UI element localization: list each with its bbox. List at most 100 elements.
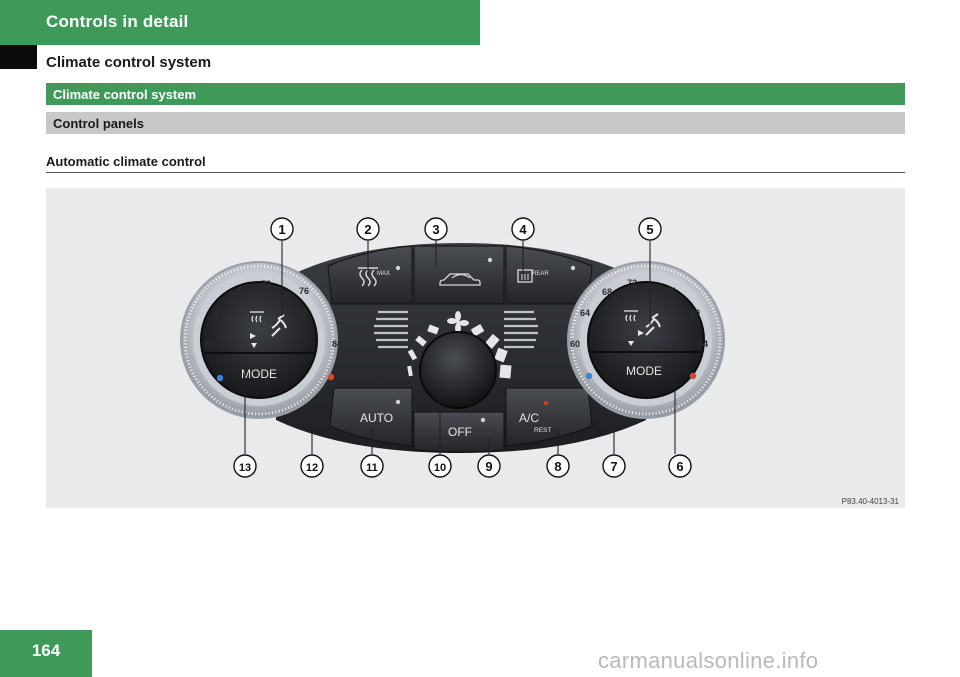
watermark: carmanualsonline.info bbox=[598, 648, 819, 673]
max-defrost-led bbox=[395, 265, 401, 271]
left-mode-label: MODE bbox=[241, 367, 277, 381]
right-mode-pointer-icon bbox=[638, 330, 644, 336]
left-temperature-dial: 60 64 68 72 76 80 84 MODE bbox=[180, 261, 342, 419]
fan-speed-indicator bbox=[407, 324, 512, 379]
left-mode-down-icon bbox=[251, 343, 257, 348]
page-number-tab: 164 bbox=[0, 630, 92, 677]
callout-10 bbox=[428, 454, 452, 478]
callout-2 bbox=[356, 217, 380, 241]
callout-8-label: 8 bbox=[554, 459, 561, 474]
right-scale-80: 80 bbox=[690, 308, 700, 318]
callout-7-label: 7 bbox=[610, 459, 617, 474]
callout-12-label: 12 bbox=[306, 462, 318, 474]
heading-bar-sub-label: Control panels bbox=[53, 116, 145, 131]
subheading: Automatic climate control bbox=[46, 154, 206, 169]
callout-4-label: 4 bbox=[519, 222, 527, 237]
max-defrost-icon bbox=[358, 267, 378, 287]
rear-defrost-tag: REAR bbox=[532, 271, 549, 277]
left-scale-64: 64 bbox=[215, 309, 225, 319]
right-temperature-dial: 60 64 68 72 76 80 84 MODE bbox=[567, 261, 725, 419]
callout-12 bbox=[300, 454, 324, 478]
right-scale-76: 76 bbox=[666, 286, 676, 296]
divider bbox=[46, 172, 905, 173]
callout-7 bbox=[602, 454, 626, 478]
auto-led bbox=[395, 399, 401, 405]
max-defrost-tag: MAX bbox=[377, 271, 390, 277]
fan-speed-knob bbox=[419, 331, 497, 409]
right-warm-indicator bbox=[689, 372, 697, 380]
left-vent-slots bbox=[374, 310, 408, 349]
auto-button bbox=[329, 387, 413, 447]
rear-defrost-led bbox=[570, 265, 576, 271]
section-title: Climate control system bbox=[46, 54, 212, 71]
callout-5 bbox=[638, 217, 662, 241]
right-scale-64: 64 bbox=[580, 308, 590, 318]
right-scale-72: 72 bbox=[627, 278, 637, 288]
left-scale-84: 84 bbox=[332, 339, 342, 349]
callout-leaders bbox=[244, 241, 676, 454]
left-scale-76: 76 bbox=[299, 286, 309, 296]
heading-bar-main: Climate control system bbox=[46, 83, 905, 105]
heading-bar-main-label: Climate control system bbox=[53, 87, 197, 102]
left-scale-80: 80 bbox=[298, 308, 308, 318]
callout-9-label: 9 bbox=[485, 459, 492, 474]
auto-button-label: AUTO bbox=[360, 411, 393, 425]
right-mode-down-icon bbox=[628, 341, 634, 346]
callout-11 bbox=[360, 454, 384, 478]
callout-1-label: 1 bbox=[278, 222, 285, 237]
left-scale-68: 68 bbox=[237, 288, 247, 298]
rear-defrost-button bbox=[505, 245, 593, 305]
ac-button bbox=[505, 387, 593, 447]
fan-icon bbox=[447, 311, 469, 333]
heading-bar-sub: Control panels bbox=[46, 112, 905, 134]
callout-9 bbox=[477, 454, 501, 478]
callout-8 bbox=[546, 454, 570, 478]
chapter-tab: Controls in detail bbox=[0, 0, 480, 45]
climate-panel-figure: MAX REAR bbox=[46, 188, 905, 508]
callout-1 bbox=[270, 217, 294, 241]
left-airflow-person-icon bbox=[271, 314, 287, 337]
ac-led bbox=[543, 400, 549, 406]
callout-6-label: 6 bbox=[676, 459, 683, 474]
off-led bbox=[480, 417, 486, 423]
callout-13 bbox=[233, 454, 257, 478]
callout-13-label: 13 bbox=[239, 462, 251, 474]
max-defrost-button bbox=[327, 245, 413, 305]
left-scale-72: 72 bbox=[261, 279, 271, 289]
left-scale-60: 60 bbox=[205, 339, 215, 349]
left-mode-defrost-icon bbox=[250, 311, 264, 323]
left-cold-indicator bbox=[216, 374, 224, 382]
right-scale-84: 84 bbox=[698, 339, 708, 349]
ac-rest-label: REST bbox=[534, 427, 551, 434]
right-mode-defrost-icon bbox=[624, 310, 638, 322]
ac-button-label: A/C bbox=[519, 411, 539, 425]
left-mode-pointer-icon bbox=[250, 333, 256, 339]
rear-defrost-icon bbox=[517, 269, 533, 283]
recirculation-car-icon bbox=[439, 273, 481, 286]
off-button-label: OFF bbox=[448, 425, 472, 439]
figure-code: P83.40-4013-31 bbox=[841, 497, 899, 506]
chapter-title: Controls in detail bbox=[46, 12, 189, 31]
right-cold-indicator bbox=[585, 372, 593, 380]
recirculation-arrow-icon bbox=[451, 273, 471, 279]
right-mode-label: MODE bbox=[626, 364, 662, 378]
left-warm-indicator bbox=[327, 373, 335, 381]
rear-defrost-lines bbox=[521, 274, 529, 280]
callout-11-label: 11 bbox=[366, 462, 378, 474]
right-airflow-person-icon bbox=[645, 313, 661, 336]
climate-panel-illustration: MAX REAR bbox=[180, 217, 725, 478]
callout-4 bbox=[511, 217, 535, 241]
callout-6 bbox=[668, 454, 692, 478]
callout-3-label: 3 bbox=[432, 222, 439, 237]
section-marker bbox=[0, 45, 37, 69]
right-scale-68: 68 bbox=[602, 287, 612, 297]
right-vent-slots bbox=[504, 310, 538, 349]
callout-5-label: 5 bbox=[646, 222, 653, 237]
recirculation-led bbox=[487, 257, 493, 263]
right-scale-60: 60 bbox=[570, 339, 580, 349]
callout-2-label: 2 bbox=[364, 222, 371, 237]
page-number: 164 bbox=[31, 641, 61, 660]
off-button bbox=[413, 411, 505, 453]
callout-3 bbox=[424, 217, 448, 241]
callout-10-label: 10 bbox=[434, 462, 446, 474]
